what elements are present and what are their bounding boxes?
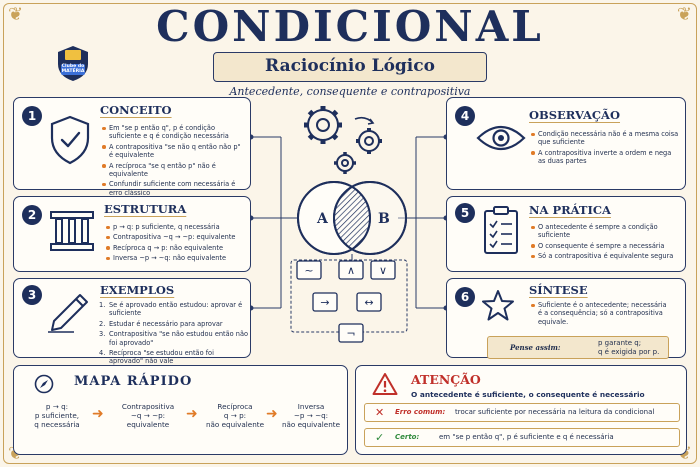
venn-label-b: B: [378, 211, 390, 227]
atencao-title: ATENÇÃO: [411, 372, 481, 387]
card-number: 2: [22, 205, 42, 225]
card-number: 3: [22, 285, 42, 305]
wrong-row: ✕ Erro comum: trocar suficiente por nece…: [364, 403, 680, 422]
warning-icon: [372, 373, 398, 395]
mapa-item: Inversa~p → ~q:não equivalente: [281, 402, 341, 429]
think-line: q é exigida por p.: [598, 348, 660, 356]
list-item: Recíproca q → p: não equivalente: [105, 244, 245, 252]
card-conceito: 1 CONCEITO Em "se p então q", p é condiç…: [13, 97, 251, 197]
card-title: ESTRUTURA: [104, 202, 187, 216]
card-title: CONCEITO: [100, 103, 172, 117]
compass-icon: [34, 374, 54, 394]
corner-ornament-icon: ❦: [8, 4, 24, 25]
list-item: 1.Se é aprovado então estudou: aprovar é…: [99, 301, 243, 318]
pratica-list: O antecedente é sempre a condição sufici…: [530, 223, 680, 263]
operator-keys: [296, 260, 396, 343]
columns-icon: [50, 211, 94, 251]
conceito-list: Em "se p então q", p é condição suficien…: [101, 124, 246, 199]
operator-implies: →: [320, 296, 329, 309]
logo: Clube do MATÉRIA: [55, 44, 91, 82]
tagline: Antecedente, consequente e contrapositiv…: [229, 85, 471, 98]
list-item: A contrapositiva inverte a ordem e nega …: [530, 149, 680, 166]
center-diagram: A B ~ ∧ ∨ → ↔ ¬: [251, 106, 446, 343]
list-item: O antecedente é sempre a condição sufici…: [530, 223, 680, 240]
mapa-item: p → q:p suficiente,q necessária: [34, 402, 80, 429]
list-item: Em "se p então q", p é condição suficien…: [101, 124, 246, 141]
card-number: 1: [22, 106, 42, 126]
list-item: 3.Contrapositiva "se não estudou então n…: [99, 330, 249, 347]
gears-icon: [304, 106, 382, 174]
operator-or: ∨: [379, 264, 387, 277]
pencil-icon: [48, 294, 88, 333]
page-title: CONDICIONAL: [156, 2, 544, 51]
x-mark-icon: ✕: [375, 406, 385, 419]
card-pratica: 5 NA PRÁTICA O antecedente é sempre a co…: [446, 196, 686, 272]
think-label: Pense assim:: [510, 343, 561, 352]
list-item: O consequente é sempre a necessária: [530, 242, 680, 250]
atencao-text: O antecedente é suficiente, o consequent…: [411, 390, 645, 399]
corner-ornament-icon: ❦: [676, 4, 692, 25]
venn-diagram: [297, 181, 407, 255]
logo-text: Clube do MATÉRIA: [61, 64, 85, 74]
card-number: 4: [455, 106, 475, 126]
mapa-item: Contrapositiva~q → ~p:equivalente: [121, 402, 175, 429]
think-line: p garante q;: [598, 339, 642, 347]
mapa-title: MAPA RÁPIDO: [74, 374, 193, 389]
card-estrutura: 2 ESTRUTURA p → q: p suficiente, q neces…: [13, 196, 251, 272]
list-item: 4.Recíproca "se estudou então foi aprova…: [99, 349, 214, 366]
clipboard-checklist-icon: [484, 206, 518, 254]
arrow-right-icon: ➜: [92, 406, 104, 422]
card-title: NA PRÁTICA: [529, 203, 611, 217]
card-number: 5: [455, 203, 475, 223]
card-atencao: ATENÇÃO O antecedente é suficiente, o co…: [355, 365, 687, 455]
operator-iff: ↔: [364, 296, 373, 309]
card-title: OBSERVAÇÃO: [529, 108, 621, 122]
shield-check-icon: [50, 115, 90, 165]
list-item: A contrapositiva "se não q então não p" …: [101, 143, 246, 160]
right-row: ✓ Certo: em "se p então q", p é suficien…: [364, 428, 680, 447]
think-box: Pense assim: p garante q; q é exigida po…: [487, 336, 669, 359]
card-observacao: 4 OBSERVAÇÃO Condição necessária não é a…: [446, 97, 686, 190]
wrong-label: Erro comum:: [395, 408, 446, 416]
subtitle-banner: Raciocínio Lógico: [213, 52, 487, 82]
card-number: 6: [455, 287, 475, 307]
exemplos-list: 1.Se é aprovado então estudou: aprovar é…: [99, 301, 249, 368]
list-item: Confundir suficiente com necessária é er…: [101, 180, 246, 197]
list-item: Contrapositiva ~q → ~p: equivalente: [105, 233, 245, 241]
operator-not-tilde: ~: [304, 264, 313, 277]
list-item: A recíproca "se q então p" não é equival…: [101, 162, 246, 179]
observacao-list: Condição necessária não é a mesma coisa …: [530, 130, 680, 168]
card-title: EXEMPLOS: [100, 283, 175, 297]
star-icon: [482, 290, 514, 321]
list-item: Suficiente é o antecedente; necessária é…: [530, 301, 670, 326]
venn-label-a: A: [316, 211, 329, 227]
estrutura-list: p → q: p suficiente, q necessária Contra…: [105, 223, 245, 265]
card-title: SÍNTESE: [529, 283, 588, 297]
arrow-right-icon: ➜: [186, 406, 198, 422]
operator-and: ∧: [347, 264, 355, 277]
list-item: p → q: p suficiente, q necessária: [105, 223, 245, 231]
list-item: Inversa ~p → ~q: não equivalente: [105, 254, 245, 262]
sintese-list: Suficiente é o antecedente; necessária é…: [530, 301, 670, 328]
list-item: Condição necessária não é a mesma coisa …: [530, 130, 680, 147]
right-label: Certo:: [395, 433, 420, 441]
right-text: em "se p então q", p é suficiente e q é …: [439, 433, 614, 441]
wrong-text: trocar suficiente por necessária na leit…: [455, 408, 655, 416]
arrow-right-icon: ➜: [266, 406, 278, 422]
card-exemplos: 3 EXEMPLOS 1.Se é aprovado então estudou…: [13, 278, 251, 365]
card-mapa-rapido: MAPA RÁPIDO p → q:p suficiente,q necessá…: [13, 365, 348, 455]
check-mark-icon: ✓: [375, 431, 385, 444]
list-item: Só a contrapositiva é equivalente segura: [530, 252, 680, 260]
operator-neg: ¬: [346, 327, 355, 340]
eye-icon: [476, 125, 526, 151]
list-item: 2.Estudar é necessário para aprovar: [99, 319, 223, 328]
